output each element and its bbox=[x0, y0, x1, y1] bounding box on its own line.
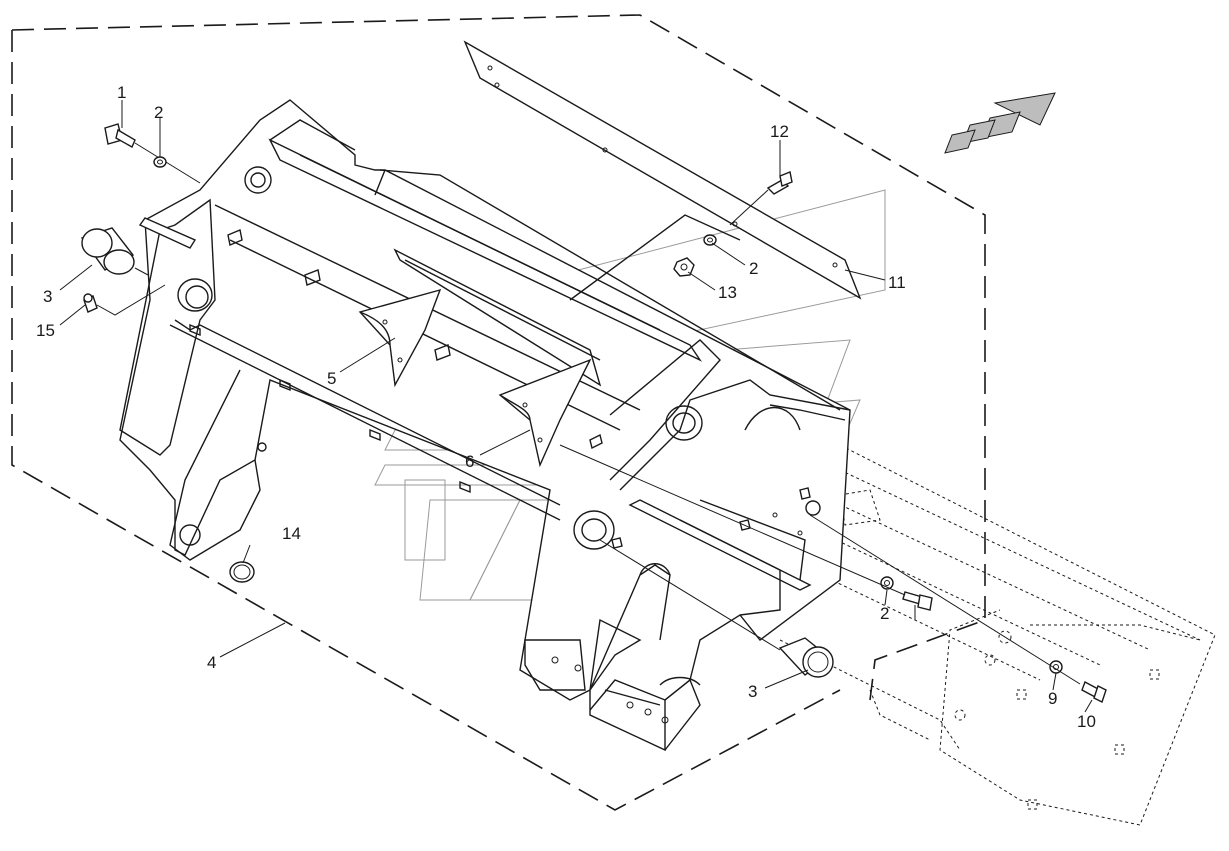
bushing-part-3-b[interactable] bbox=[599, 539, 834, 678]
bolt-part-1-b[interactable] bbox=[559, 444, 933, 611]
bolt-part-1[interactable] bbox=[104, 123, 201, 184]
washer-part-2-b[interactable] bbox=[703, 234, 717, 246]
callout-5[interactable]: 5 bbox=[327, 369, 336, 388]
callout-4[interactable]: 4 bbox=[207, 653, 216, 672]
callout-3-b[interactable]: 3 bbox=[748, 682, 757, 701]
gusset-part-6[interactable] bbox=[498, 358, 592, 468]
bushing-part-14[interactable] bbox=[229, 561, 255, 583]
locating-pin bbox=[138, 217, 197, 249]
callout-9[interactable]: 9 bbox=[1048, 689, 1057, 708]
callout-2-b[interactable]: 2 bbox=[749, 259, 758, 278]
washer-part-2-a[interactable] bbox=[153, 156, 167, 168]
grease-nipple-part-15[interactable] bbox=[83, 284, 166, 316]
callout-1[interactable]: 1 bbox=[117, 83, 126, 102]
callout-10[interactable]: 10 bbox=[1077, 712, 1096, 731]
bushing-part-3-a[interactable] bbox=[80, 227, 149, 276]
travel-direction-arrow-icon bbox=[944, 92, 1056, 154]
callout-15[interactable]: 15 bbox=[36, 321, 55, 340]
assembly-boundary bbox=[11, 14, 986, 811]
callout-6[interactable]: 6 bbox=[465, 452, 474, 471]
callout-14[interactable]: 14 bbox=[282, 524, 301, 543]
callout-11[interactable]: 11 bbox=[888, 273, 906, 292]
cover-plate-outline bbox=[569, 214, 741, 301]
callout-2-a[interactable]: 2 bbox=[154, 103, 163, 122]
callout-12[interactable]: 12 bbox=[770, 122, 789, 141]
bolt-part-10[interactable] bbox=[809, 514, 1107, 703]
bolt-part-12[interactable] bbox=[729, 171, 793, 226]
adjacent-plate-holes bbox=[954, 630, 1160, 810]
top-plate-part-11[interactable] bbox=[463, 40, 862, 300]
callout-2-c[interactable]: 2 bbox=[880, 604, 889, 623]
nut-part-13[interactable] bbox=[673, 257, 695, 277]
callout-3-a[interactable]: 3 bbox=[43, 287, 52, 306]
main-frame-part-4[interactable] bbox=[119, 99, 851, 752]
leader-lines bbox=[59, 100, 1093, 713]
callout-13[interactable]: 13 bbox=[718, 283, 737, 302]
callout-labels: 1 2 3 15 5 6 12 2 13 11 14 4 2 3 9 10 bbox=[36, 83, 1096, 731]
